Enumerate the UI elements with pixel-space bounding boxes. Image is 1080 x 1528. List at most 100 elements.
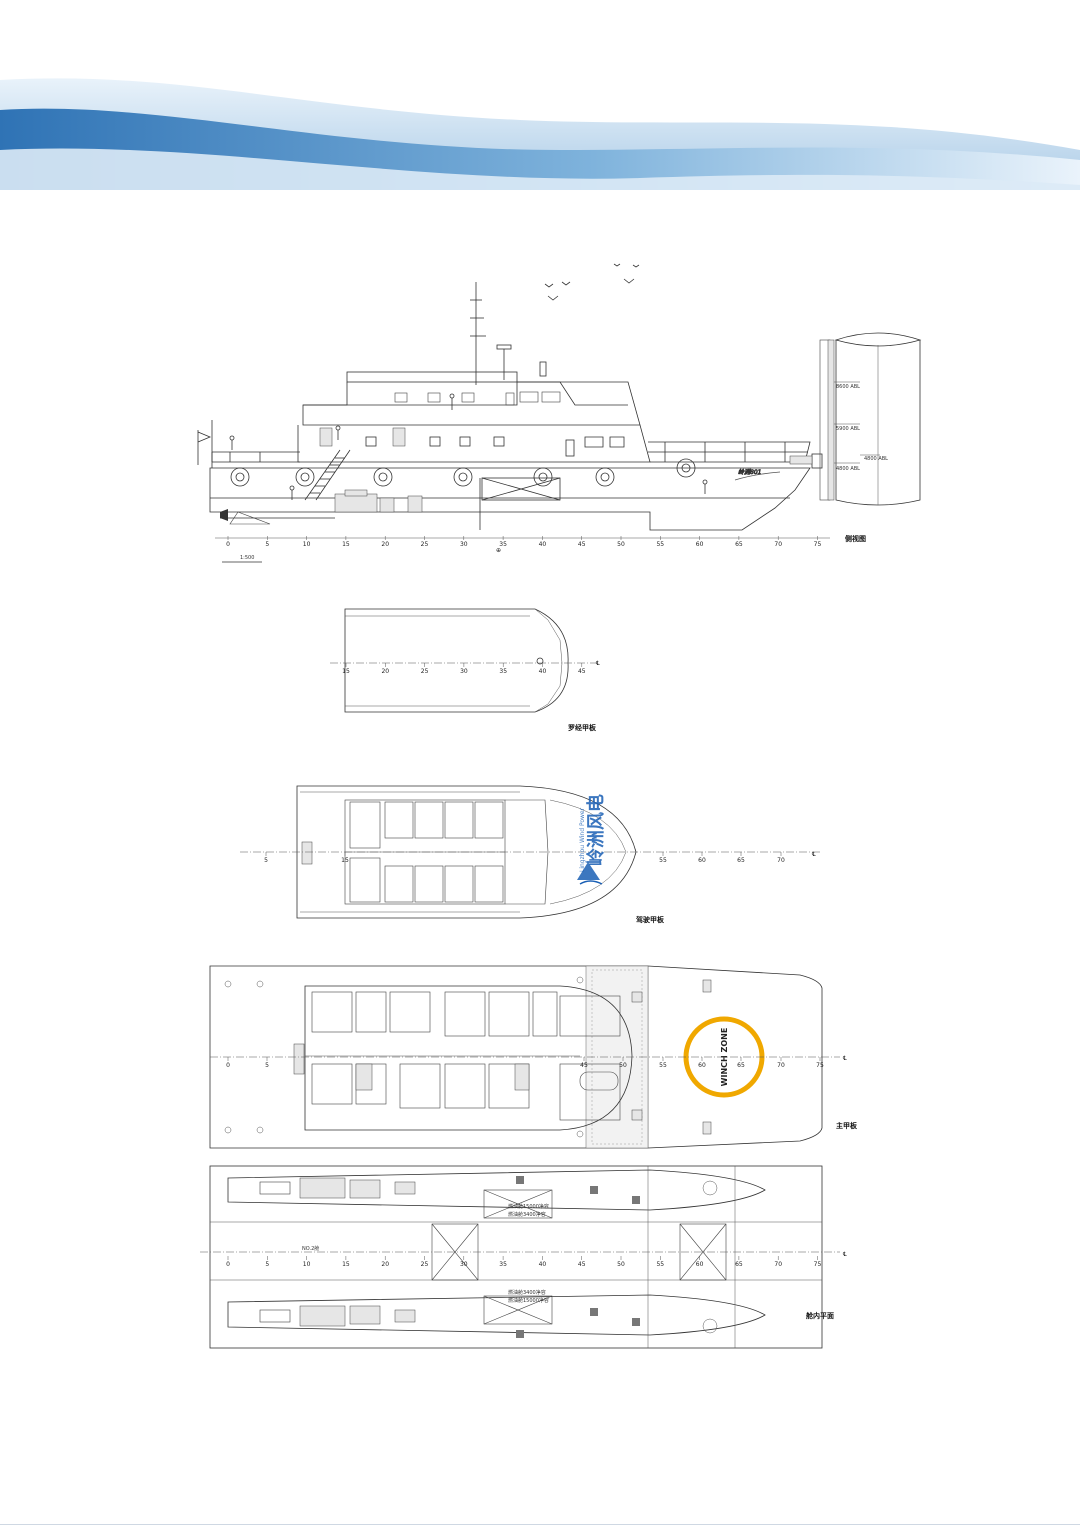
bridge-tick-60: 60 xyxy=(698,857,706,864)
side-tick-50: 50 xyxy=(617,541,625,548)
hull-tick-55: 55 xyxy=(656,1261,664,1268)
lingzhou-logo: 岭洲风电 Lingzhou Wind Power xyxy=(577,794,607,885)
ship-name-hull-text: 岭洲801 xyxy=(738,468,761,476)
main-tick-50: 50 xyxy=(619,1062,627,1069)
side-tick-30: 30 xyxy=(460,541,468,548)
logo-chinese-text: 岭洲风电 xyxy=(585,794,607,866)
hull-tick-0: 0 xyxy=(226,1261,230,1268)
aft-rail xyxy=(197,420,300,468)
hull-tick-70: 70 xyxy=(774,1261,782,1268)
stairs xyxy=(293,1043,530,1091)
birds-decoration xyxy=(544,263,640,301)
side-view-title: 侧视图 xyxy=(845,534,866,543)
hull-tick-35: 35 xyxy=(499,1261,507,1268)
hull-interior-plan: 燃油舱15000净容 燃油舱3400净容 燃油舱3400净容 燃油舱15000净… xyxy=(200,1165,847,1349)
wheelhouse-windows xyxy=(394,391,561,406)
side-tick-45: 45 xyxy=(578,541,586,548)
mast xyxy=(470,282,547,385)
crew-figures xyxy=(229,393,708,500)
midship-mark: ⊕ xyxy=(496,547,501,554)
side-tick-60: 60 xyxy=(696,541,704,548)
main-tick-55: 55 xyxy=(659,1062,667,1069)
hull-tick-5: 5 xyxy=(265,1261,269,1268)
compass-tick-25: 25 xyxy=(421,668,429,675)
main-tick-5: 5 xyxy=(265,1062,269,1069)
level-mark-2: 5900 ABL xyxy=(836,426,860,432)
engine-room-machinery xyxy=(220,489,423,525)
wheelhouse xyxy=(302,371,641,426)
tank-label-1: 燃油舱15000净容 xyxy=(508,1203,549,1210)
main-tick-75: 75 xyxy=(816,1062,824,1069)
compass-tick-45: 45 xyxy=(578,668,586,675)
compass-tick-40: 40 xyxy=(539,668,547,675)
bridge-tick-15: 15 xyxy=(341,857,349,864)
bridge-centerline-mark: ℄ xyxy=(812,851,816,858)
header-wave-banner xyxy=(0,0,1080,200)
hull-tick-50: 50 xyxy=(617,1261,625,1268)
tank-label-2: 燃油舱3400净容 xyxy=(508,1211,546,1218)
main-deck-frame-scale: 0 5 45 50 55 60 65 70 75 xyxy=(226,1057,824,1069)
side-tick-15: 15 xyxy=(342,541,350,548)
main-deck-title: 主甲板 xyxy=(836,1121,858,1130)
tank-label-3: 燃油舱3400净容 xyxy=(508,1289,546,1296)
side-tick-55: 55 xyxy=(656,541,664,548)
hull-room-label: NO.2舱 xyxy=(302,1245,319,1252)
hull-profile: 岭洲801 xyxy=(209,467,811,531)
side-tick-35: 35 xyxy=(499,541,507,548)
side-tick-5: 5 xyxy=(265,541,269,548)
compass-tick-15: 15 xyxy=(342,668,350,675)
fender-tyres xyxy=(230,458,696,487)
hull-tick-10: 10 xyxy=(303,1261,311,1268)
level-mark-4: 4800 ABL xyxy=(864,456,888,462)
scale-label: 1:500 xyxy=(240,555,254,561)
bridge-deck-title: 驾驶甲板 xyxy=(635,915,665,924)
bridge-tick-70: 70 xyxy=(777,857,785,864)
side-tick-70: 70 xyxy=(774,541,782,548)
side-tick-10: 10 xyxy=(303,541,311,548)
main-tick-0: 0 xyxy=(226,1062,230,1069)
main-tick-45: 45 xyxy=(580,1062,588,1069)
side-tick-20: 20 xyxy=(381,541,389,548)
compass-tick-30: 30 xyxy=(460,668,468,675)
side-tick-40: 40 xyxy=(539,541,547,548)
main-tick-60: 60 xyxy=(698,1062,706,1069)
superstructure xyxy=(297,424,651,463)
side-view: 岭洲801 xyxy=(197,263,922,563)
main-centerline-mark: ℄ xyxy=(843,1055,847,1062)
hull-engines xyxy=(259,1177,416,1327)
deck-fittings xyxy=(224,976,584,1138)
level-mark-3: 4800 ABL xyxy=(836,466,860,472)
side-tick-75: 75 xyxy=(814,541,822,548)
hull-hatched-marks xyxy=(516,1176,640,1338)
foredeck-rail xyxy=(648,441,811,463)
wind-turbine-monopile xyxy=(819,332,922,506)
bridge-cabins xyxy=(349,799,549,905)
hull-tick-40: 40 xyxy=(539,1261,547,1268)
hull-centerline-mark: ℄ xyxy=(843,1251,847,1258)
bow-fender xyxy=(789,453,823,469)
bollards xyxy=(631,979,712,1135)
hull-tick-20: 20 xyxy=(381,1261,389,1268)
hull-tick-25: 25 xyxy=(421,1261,429,1268)
logo-english-text: Lingzhou Wind Power xyxy=(579,807,586,872)
level-mark-1: 8600 ABL xyxy=(836,384,860,390)
compass-centerline-mark: ℄ xyxy=(596,660,600,667)
compass-deck-title: 罗经甲板 xyxy=(568,723,597,732)
bridge-tick-65: 65 xyxy=(737,857,745,864)
hull-tick-60: 60 xyxy=(696,1261,704,1268)
main-tick-65: 65 xyxy=(737,1062,745,1069)
hull-void-spaces xyxy=(431,1189,727,1325)
bridge-tick-55: 55 xyxy=(659,857,667,864)
hull-tick-15: 15 xyxy=(342,1261,350,1268)
main-tick-70: 70 xyxy=(777,1062,785,1069)
compass-tick-35: 35 xyxy=(499,668,507,675)
side-tick-65: 65 xyxy=(735,541,743,548)
